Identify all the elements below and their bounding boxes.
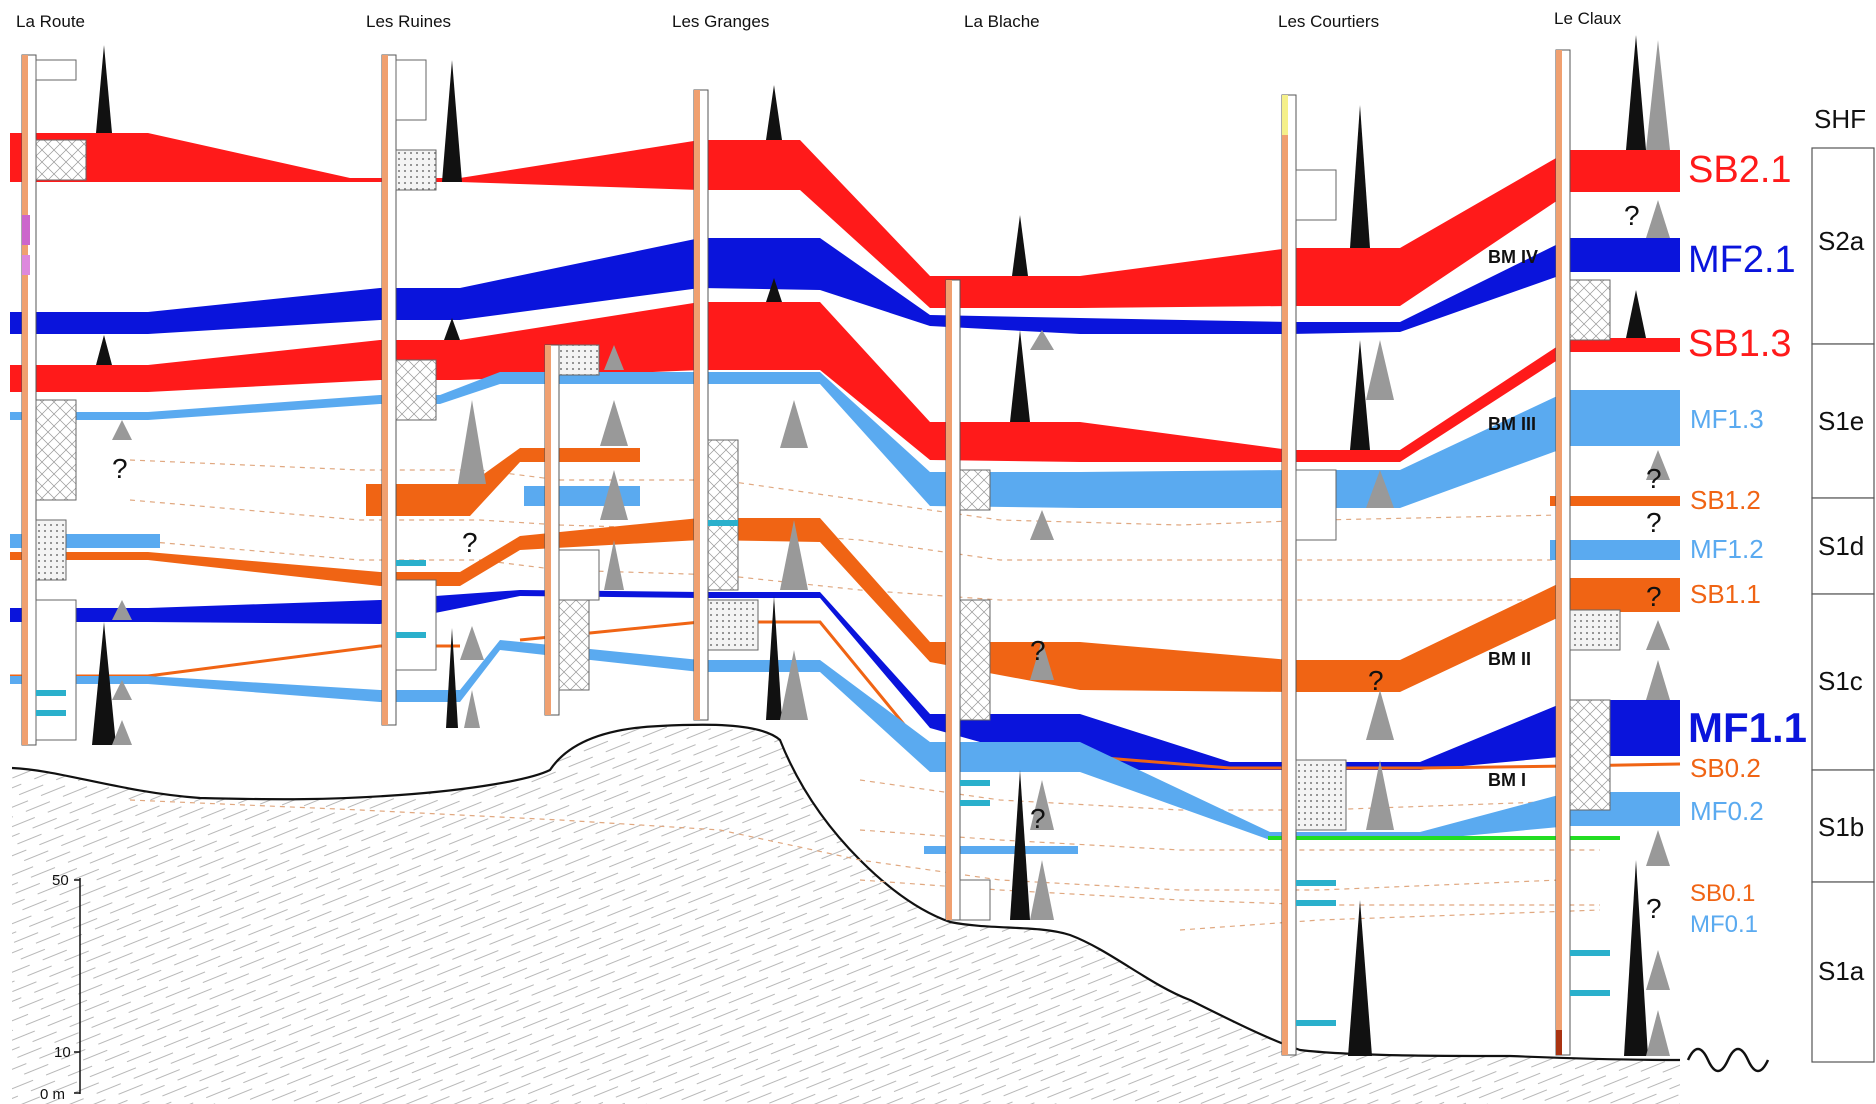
question-mark: ?	[1646, 581, 1662, 612]
scale-label-10: 10	[54, 1044, 71, 1061]
bm-labels: BM IV BM III BM II BM I	[1488, 247, 1538, 790]
surface-label-mf0-2: MF0.2	[1690, 796, 1764, 826]
trend-triangle	[766, 85, 782, 140]
question-mark: ?	[1368, 665, 1384, 696]
shf-column: SHF S2a S1e S1d S1c S1b S1a	[1812, 104, 1874, 1062]
shf-unit-s2a: S2a	[1818, 226, 1865, 256]
correlation-bands	[10, 133, 1680, 854]
question-mark: ?	[1030, 635, 1046, 666]
shf-unit-s1c: S1c	[1818, 666, 1863, 696]
trend-triangle	[1646, 200, 1670, 238]
bm-label-iv: BM IV	[1488, 247, 1538, 267]
trend-triangle	[1626, 35, 1646, 150]
shf-unit-s1e: S1e	[1818, 406, 1864, 436]
trend-triangle	[604, 540, 624, 590]
shf-unit-s1d: S1d	[1818, 531, 1864, 561]
trend-triangle	[1348, 900, 1372, 1056]
trend-triangle	[1366, 690, 1394, 740]
trend-triangle	[458, 400, 486, 484]
trend-triangle	[600, 400, 628, 446]
question-mark: ?	[1030, 803, 1046, 834]
shf-header: SHF	[1814, 104, 1866, 134]
trend-triangle	[766, 596, 782, 720]
section-title-les-ruines: Les Ruines	[366, 12, 451, 31]
trend-triangle	[1350, 105, 1370, 248]
scale-label-50: 50	[52, 872, 69, 889]
trend-triangle	[1626, 290, 1646, 338]
trend-triangle	[96, 45, 112, 133]
trend-triangle	[112, 420, 132, 440]
trend-triangle	[444, 318, 460, 340]
band-sb0-2	[10, 622, 1680, 768]
trend-triangle	[442, 60, 462, 182]
surface-label-sb1-3: SB1.3	[1688, 323, 1792, 365]
trend-triangle	[460, 626, 484, 660]
log-la-blache	[946, 280, 990, 920]
trend-triangle	[96, 335, 112, 365]
bm-label-ii: BM II	[1488, 649, 1531, 669]
section-titles: La Route Les Ruines Les Granges La Blach…	[16, 9, 1622, 31]
surface-label-sb2-1: SB2.1	[1688, 149, 1792, 191]
log-les-ruines	[382, 55, 436, 725]
trend-triangle	[1366, 340, 1394, 400]
trend-triangle	[1012, 215, 1028, 276]
question-mark: ?	[112, 453, 128, 484]
question-mark: ?	[1646, 463, 1662, 494]
surface-label-mf1-1: MF1.1	[1688, 704, 1807, 751]
surface-label-mf1-3: MF1.3	[1690, 404, 1764, 434]
trend-triangle	[1010, 330, 1030, 422]
trend-triangle	[1646, 950, 1670, 990]
trend-triangle	[446, 628, 458, 728]
trend-triangle	[1646, 1010, 1670, 1056]
trend-triangle	[112, 720, 132, 745]
bm-label-iii: BM III	[1488, 414, 1536, 434]
trend-triangle	[464, 690, 480, 728]
section-title-la-route: La Route	[16, 12, 85, 31]
question-mark: ?	[462, 527, 478, 558]
unconformity-wave	[1688, 1049, 1768, 1071]
trend-triangle	[1030, 860, 1054, 920]
surface-label-sb1-2: SB1.2	[1690, 485, 1761, 515]
basement-fill	[12, 725, 1680, 1104]
section-title-les-granges: Les Granges	[672, 12, 769, 31]
surface-labels: SB2.1 MF2.1 SB1.3 MF1.3 SB1.2 MF1.2 SB1.…	[1688, 149, 1807, 938]
shf-unit-s1b: S1b	[1818, 812, 1864, 842]
surface-label-sb0-1: SB0.1	[1690, 880, 1755, 907]
question-mark: ?	[1646, 893, 1662, 924]
log-les-courtiers	[1282, 95, 1346, 1055]
scale-label-0: 0 m	[40, 1086, 65, 1103]
trend-triangle	[1646, 830, 1670, 866]
surface-label-sb1-1: SB1.1	[1690, 579, 1761, 609]
section-title-les-courtiers: Les Courtiers	[1278, 12, 1379, 31]
surface-label-sb0-2: SB0.2	[1690, 753, 1761, 783]
trend-triangle	[780, 400, 808, 448]
trend-triangle	[1646, 660, 1670, 700]
trend-triangle	[1030, 510, 1054, 540]
trend-triangle	[1646, 40, 1670, 150]
bm-label-i: BM I	[1488, 770, 1526, 790]
surface-label-mf2-1: MF2.1	[1688, 239, 1796, 281]
trend-triangle	[1366, 760, 1394, 830]
trend-triangle	[1646, 620, 1670, 650]
trend-triangle	[1350, 340, 1370, 450]
log-la-route	[22, 55, 86, 745]
trend-triangle	[1624, 860, 1648, 1056]
trend-triangle	[1010, 770, 1030, 920]
question-mark: ?	[1624, 200, 1640, 231]
section-title-la-blache: La Blache	[964, 12, 1040, 31]
section-title-le-claux: Le Claux	[1554, 9, 1622, 28]
surface-label-mf0-1: MF0.1	[1690, 911, 1758, 938]
question-mark: ?	[1646, 507, 1662, 538]
trend-triangle	[1030, 330, 1054, 350]
shf-unit-s1a: S1a	[1818, 956, 1865, 986]
surface-label-mf1-2: MF1.2	[1690, 534, 1764, 564]
